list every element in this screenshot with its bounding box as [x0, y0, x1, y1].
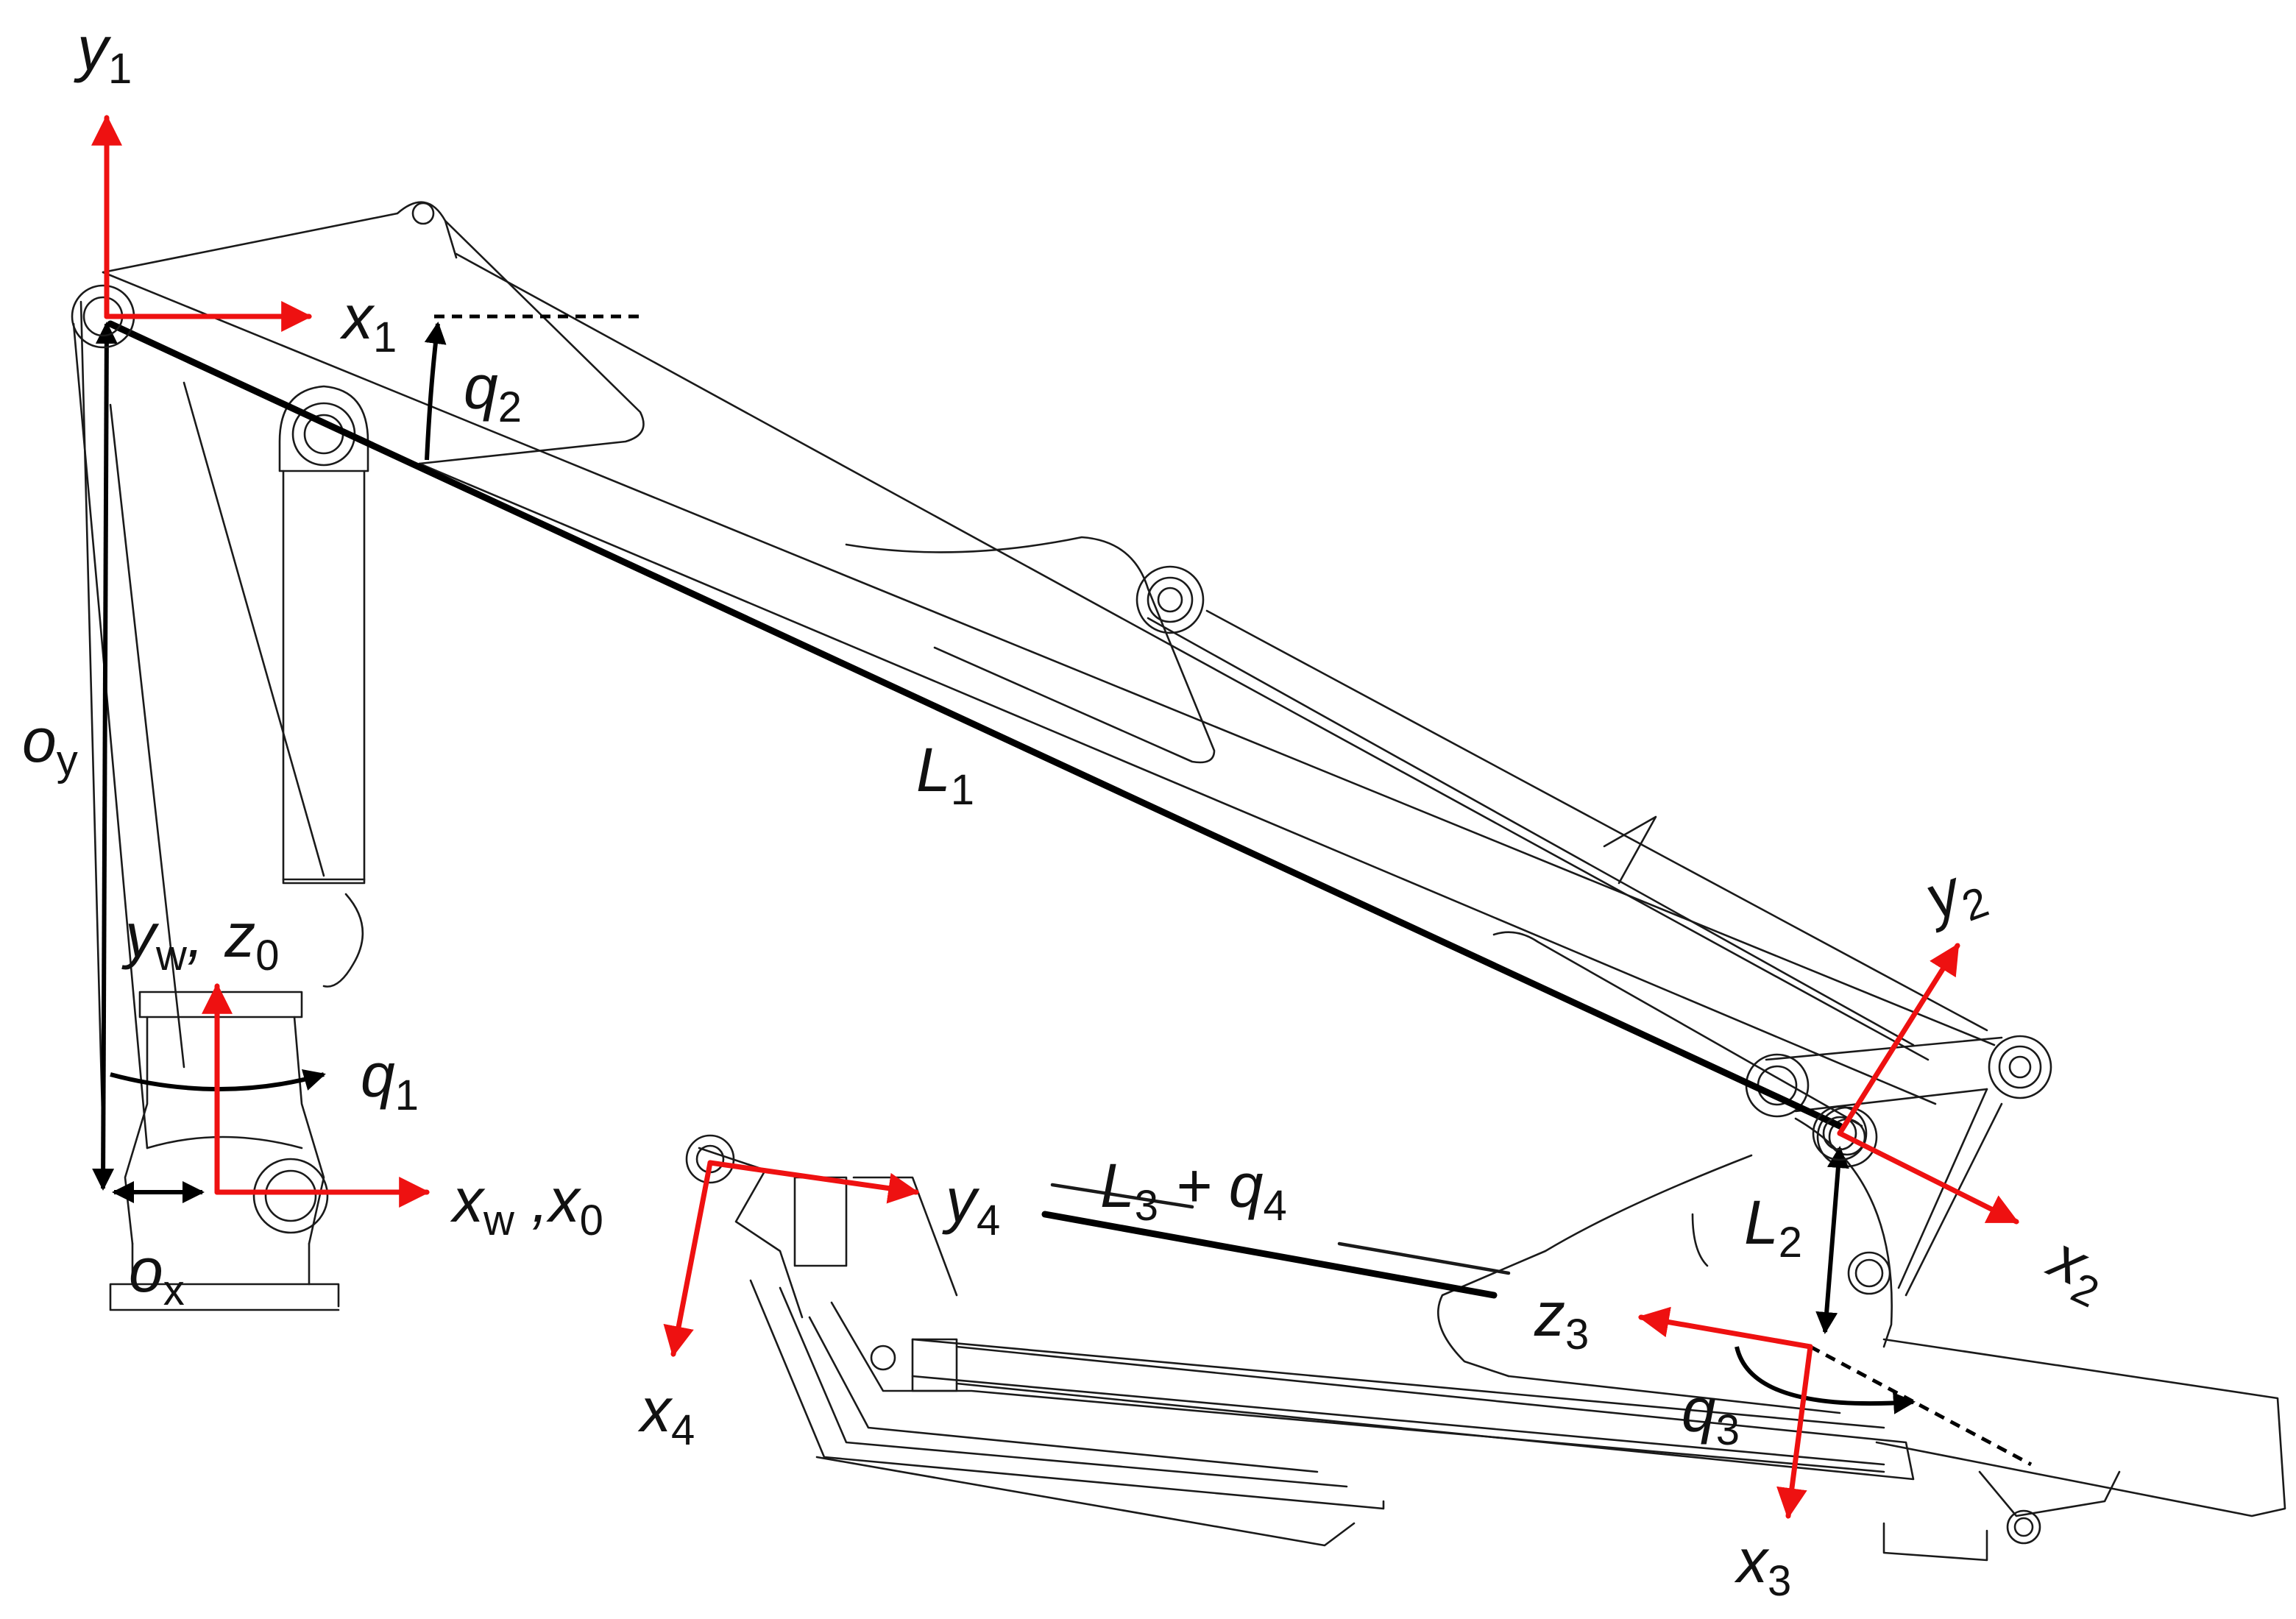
axis-x4-arrow [663, 1160, 713, 1358]
label-y1: y1 [74, 14, 132, 93]
label-l1: L1 [916, 735, 974, 814]
axis-y4-arrow [707, 1160, 920, 1204]
label-oy: oy [22, 706, 78, 784]
label-x2: x2 [2033, 1221, 2119, 1317]
boom-cylinder [1135, 565, 1988, 1127]
label-x3: x3 [1734, 1526, 1791, 1605]
mechanical-structure [72, 201, 2286, 1562]
axis-x3-arrow [1776, 1344, 1813, 1520]
label-y2: y2 [1913, 849, 1994, 943]
telescopic-extension [685, 1134, 2121, 1562]
label-q2: q2 [464, 353, 522, 431]
link-l1-line [107, 320, 1843, 1130]
axis-x2-arrow [1837, 1130, 2019, 1225]
axis-z3-arrow [1637, 1306, 1813, 1350]
label-z3: z3 [1534, 1280, 1589, 1358]
angle-q3-arc [1735, 1346, 1916, 1414]
label-x1: x1 [339, 283, 397, 361]
angle-q2-arc [424, 322, 447, 461]
link-l3-line [1041, 1211, 1498, 1299]
label-x4: x4 [637, 1375, 695, 1454]
label-l3-plus-q4: L3 + q4 [1100, 1151, 1287, 1230]
label-yw-z0: yw,z0 [121, 901, 280, 979]
slewing-base [109, 991, 340, 1311]
link-oy-line [92, 322, 118, 1191]
reference-dashed-x3 [1809, 1345, 2033, 1467]
label-q3: q3 [1682, 1375, 1740, 1454]
frame-axes [91, 114, 2019, 1520]
label-q1: q1 [361, 1041, 419, 1119]
label-l2: L2 [1744, 1188, 1802, 1266]
label-xw-x0: xw ,x0 [450, 1166, 603, 1244]
label-y4: y4 [942, 1166, 1000, 1244]
pillar [72, 300, 325, 1149]
axis-y2-arrow [1837, 943, 1960, 1136]
link-l2-line [1815, 1146, 1849, 1334]
outer-boom [1436, 1154, 2286, 1517]
lift-cylinder [278, 385, 369, 988]
axis-labels: y1 x1 q2 oy L1 yw,z0 q1 xw ,x0 ox y2 x2 [22, 14, 2119, 1605]
main-boom [102, 201, 1996, 1105]
label-ox: ox [129, 1236, 185, 1314]
kinematic-links [92, 314, 2033, 1467]
knuckle-joint [1745, 1035, 2052, 1348]
